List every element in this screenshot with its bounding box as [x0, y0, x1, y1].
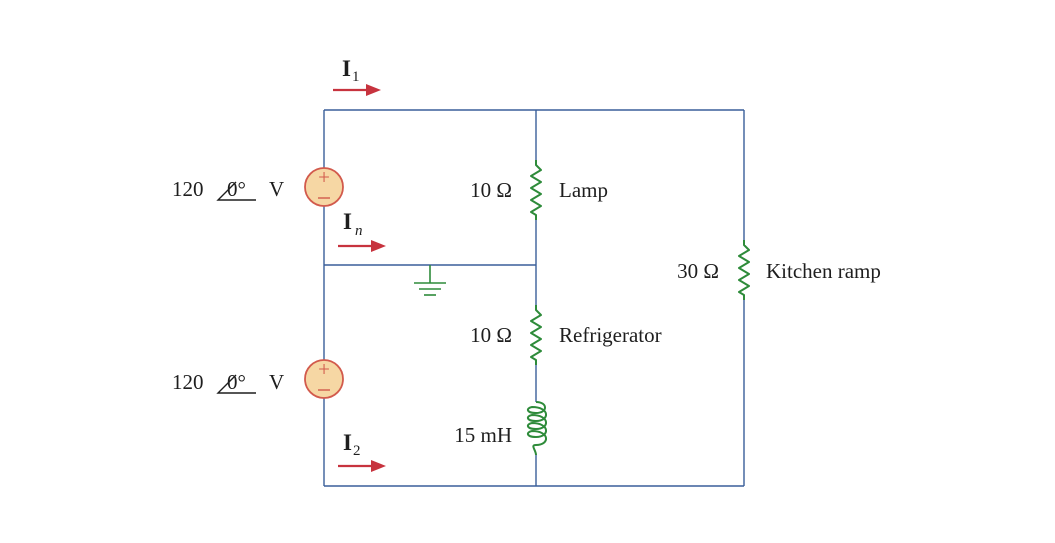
kitchen-label: Kitchen ramp: [766, 259, 881, 283]
source-2-unit: V: [269, 370, 284, 394]
current-in: I n: [338, 209, 386, 252]
lamp-value: 10 Ω: [470, 178, 512, 202]
source-1-unit: V: [269, 177, 284, 201]
lamp-label: Lamp: [559, 178, 608, 202]
source-1-label: 120 0° V: [172, 177, 284, 201]
inductor-coil: [526, 401, 547, 456]
current-in-symbol: I: [343, 209, 352, 234]
kitchen-value: 30 Ω: [677, 259, 719, 283]
arrowhead-icon: [371, 240, 386, 252]
source-1-magnitude: 120: [172, 177, 204, 201]
source-1-angle: 0°: [227, 177, 246, 201]
angle-symbol-icon: [216, 181, 256, 201]
source-1-plus: +: [318, 165, 330, 189]
source-2-label: 120 0° V: [172, 370, 284, 394]
current-i2: I 2: [338, 430, 386, 472]
source-2-angle: 0°: [227, 370, 246, 394]
angle-symbol-icon: [216, 374, 256, 394]
arrowhead-icon: [371, 460, 386, 472]
wires: [323, 109, 745, 487]
current-in-subscript: n: [355, 223, 363, 239]
voltage-source-2: +: [304, 357, 344, 399]
lamp-resistor: [530, 160, 542, 220]
ground-icon: [414, 265, 446, 296]
refrigerator-resistor: [530, 305, 542, 365]
inductor-value: 15 mH: [454, 423, 512, 447]
current-i1: I 1: [333, 56, 381, 96]
refrigerator-label: Refrigerator: [559, 323, 662, 347]
current-i2-subscript: 2: [353, 443, 361, 459]
arrowhead-icon: [366, 84, 381, 96]
source-1-circle: [304, 167, 344, 207]
source-2-magnitude: 120: [172, 370, 204, 394]
source-2-plus: +: [318, 357, 330, 381]
kitchen-resistor: [738, 240, 750, 300]
voltage-source-1: +: [304, 165, 344, 207]
current-i1-symbol: I: [342, 56, 351, 81]
current-i2-symbol: I: [343, 430, 352, 455]
refrigerator-value: 10 Ω: [470, 323, 512, 347]
source-2-circle: [304, 359, 344, 399]
current-i1-subscript: 1: [352, 69, 360, 85]
